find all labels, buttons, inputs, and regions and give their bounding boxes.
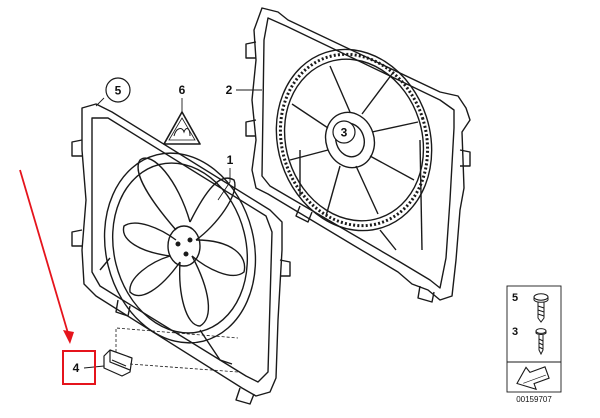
callout-5: 5 [105,77,131,103]
legend-number-3: 3 [512,326,518,338]
rear-fan-shroud [245,7,471,303]
callout-3: 3 [332,120,356,144]
clip-part-4 [103,349,133,377]
red-arrow [19,169,71,341]
screw-5-icon [533,293,549,323]
svg-text:2: 2 [226,83,233,97]
legend-number-5: 5 [512,292,518,304]
callout-2: 2 [226,83,233,97]
front-fan-shroud [71,103,291,405]
red-arrowhead-icon [63,330,74,344]
svg-text:3: 3 [341,126,348,140]
callout-6: 6 [179,83,186,97]
red-highlight-box [62,350,96,385]
callout-1: 1 [227,153,234,167]
part4-indicator-lines [115,327,239,373]
highlight-annotation [19,169,96,385]
legend-panel: 5 3 00159707 [506,285,562,404]
direction-arrow-icon [516,366,550,391]
svg-text:6: 6 [179,83,186,97]
svg-text:1: 1 [227,153,234,167]
warning-label-icon [163,111,201,145]
callout-4: 4 [73,361,80,375]
screw-3-icon [535,328,547,356]
svg-text:5: 5 [115,84,122,98]
reference-number: 00159707 [516,395,552,404]
svg-text:4: 4 [73,361,80,375]
